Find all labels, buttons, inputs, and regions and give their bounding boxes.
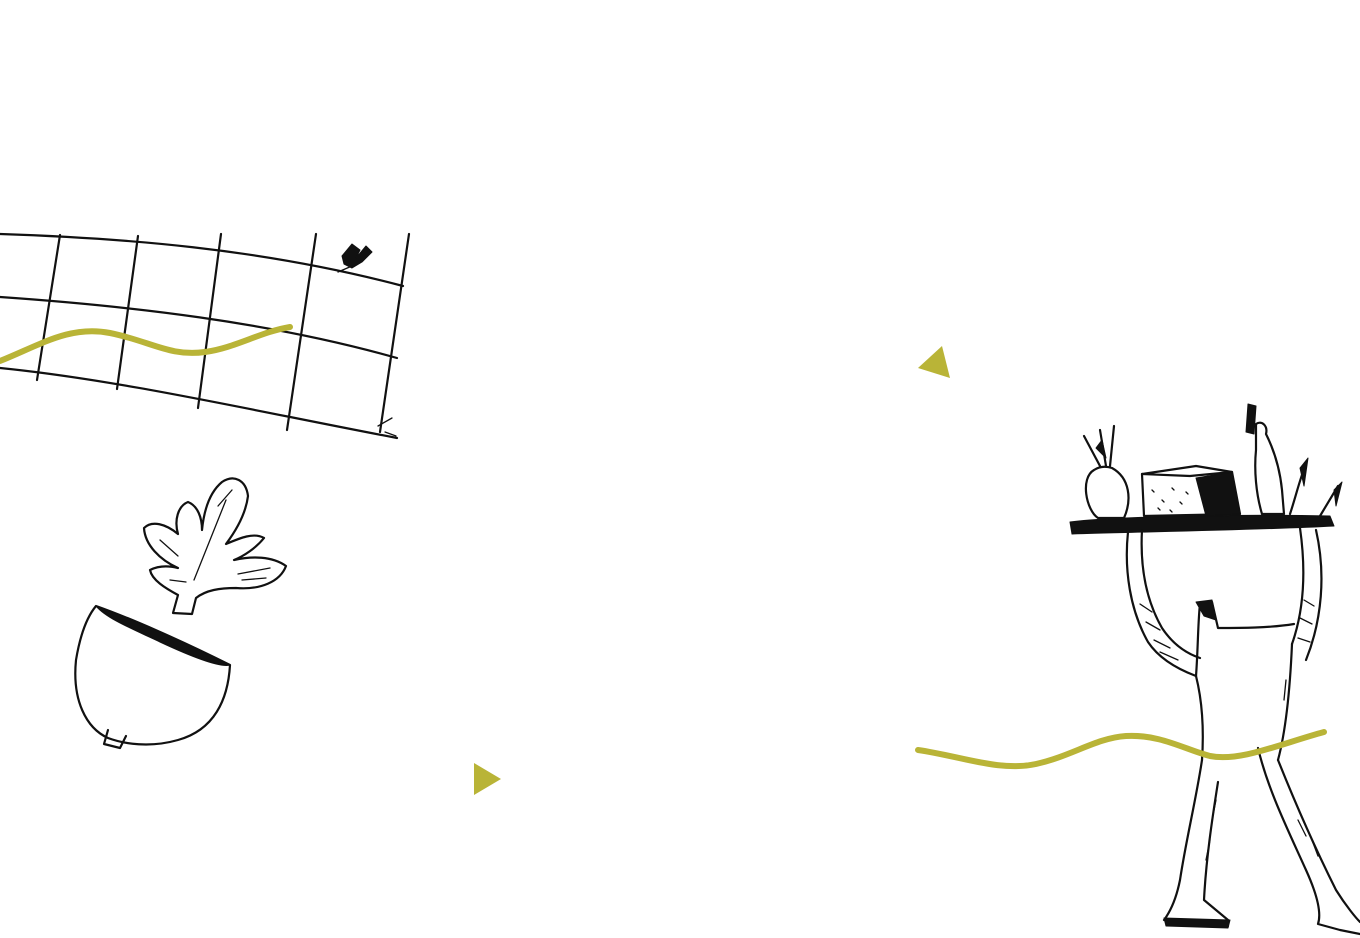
hand-drawn-grid-icon	[0, 232, 411, 440]
person-carrying-tray-icon	[1069, 403, 1360, 936]
triangle-icon	[474, 763, 501, 795]
wavy-line-icon	[0, 324, 293, 364]
wavy-line-icon	[915, 729, 1327, 770]
potted-plant-icon	[74, 477, 288, 750]
triangle-icon	[918, 346, 950, 378]
